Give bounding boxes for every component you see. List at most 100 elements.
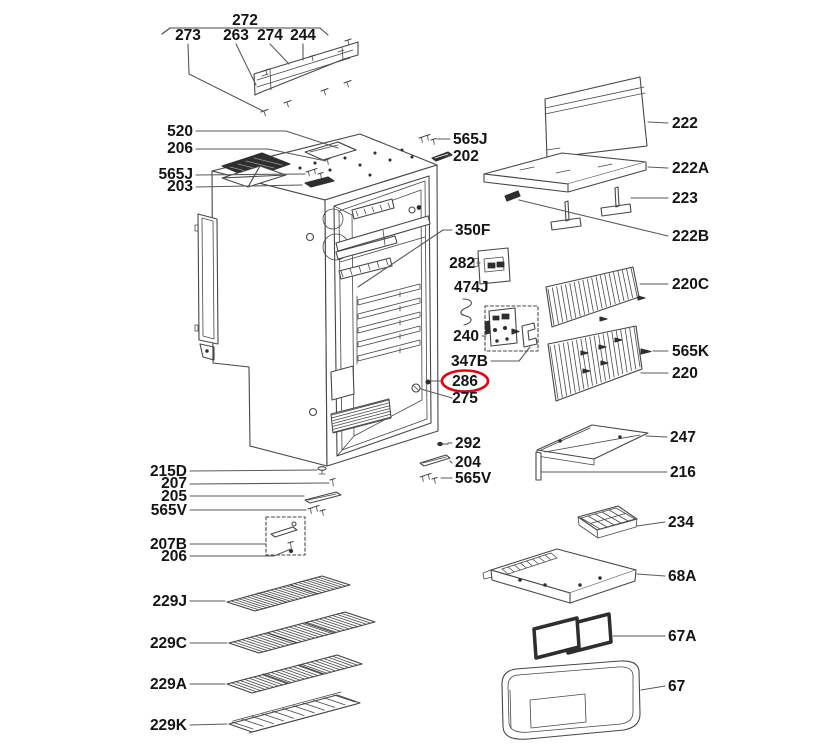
leader-215D xyxy=(189,469,318,472)
part-label-234: 234 xyxy=(668,514,694,531)
part-229C-shelf xyxy=(228,611,376,654)
leader-565J-left xyxy=(195,173,306,176)
part-label-282: 282 xyxy=(449,255,475,272)
part-label-67: 67 xyxy=(668,678,685,695)
part-220-vent xyxy=(547,325,643,402)
part-label-274: 274 xyxy=(257,27,283,44)
part-204-strip xyxy=(419,454,451,467)
part-label-272: 272 xyxy=(232,12,258,29)
part-label-474J: 474J xyxy=(454,279,488,296)
part-label-222: 222 xyxy=(672,115,698,132)
top-plate-x xyxy=(221,165,287,188)
lower-hardware xyxy=(265,441,451,556)
leader-204 xyxy=(449,460,453,464)
part-label-206-top: 206 xyxy=(167,140,193,157)
part-216-drain-tube xyxy=(535,451,542,481)
mid-parts xyxy=(460,247,539,352)
artwork xyxy=(194,38,652,740)
cabinet-left-face xyxy=(211,170,328,467)
part-222B-wedge xyxy=(504,190,521,202)
part-label-206-bottom: 206 xyxy=(161,548,187,565)
part-222-panel xyxy=(544,76,648,159)
part-label-350F: 350F xyxy=(455,222,490,239)
part-282-latch xyxy=(473,247,511,285)
leader-263 xyxy=(235,43,257,86)
shelf-rails xyxy=(356,283,421,365)
leader-274 xyxy=(269,43,290,65)
part-229A-shelf xyxy=(226,654,363,694)
leader-222A xyxy=(647,166,669,169)
part-label-565J-left: 565J xyxy=(159,166,193,183)
leader-229K xyxy=(189,723,228,726)
part-215D-foot xyxy=(317,466,327,475)
leader-347B xyxy=(490,346,531,362)
part-474J-capillary xyxy=(460,298,472,326)
leader-203 xyxy=(195,184,303,188)
part-label-205: 205 xyxy=(161,488,187,505)
part-label-220: 220 xyxy=(672,365,698,382)
part-247-drip-tray xyxy=(535,424,649,481)
part-label-215D: 215D xyxy=(150,463,187,480)
wire-shelves xyxy=(226,575,376,734)
part-label-565V-left: 565V xyxy=(151,502,188,519)
top-rail-assembly xyxy=(253,38,359,117)
part-label-229K: 229K xyxy=(150,717,188,734)
part-label-222B: 222B xyxy=(672,228,709,245)
part-label-222A: 222A xyxy=(672,160,709,177)
part-223-brackets xyxy=(550,186,632,231)
part-222A-tray xyxy=(483,152,647,202)
leader-247 xyxy=(645,435,668,438)
part-229K-shelf xyxy=(228,691,361,734)
leader-lines xyxy=(161,27,669,726)
part-229J-shelf xyxy=(226,575,351,612)
leader-207 xyxy=(189,482,330,485)
leader-222B xyxy=(518,199,669,237)
part-207B-hinge-kit xyxy=(265,516,306,556)
highlight-circle-286 xyxy=(440,369,490,393)
topright-hardware xyxy=(418,133,453,162)
leader-234 xyxy=(636,521,666,527)
part-label-565J-right: 565J xyxy=(453,131,487,148)
arrow-347B xyxy=(511,328,520,335)
part-67A-panels xyxy=(532,612,613,660)
part-label-229C: 229C xyxy=(150,635,187,652)
part-67-bin xyxy=(501,660,641,740)
part-68A-cover xyxy=(482,548,637,604)
part-label-229J: 229J xyxy=(153,593,187,610)
part-label-202: 202 xyxy=(453,148,479,165)
part-label-216: 216 xyxy=(670,464,696,481)
part-347B-clamp xyxy=(521,322,538,348)
part-label-207B: 207B xyxy=(150,536,187,553)
part-label-520: 520 xyxy=(167,123,193,140)
part-label-244: 244 xyxy=(290,27,316,44)
part-label-565V-right: 565V xyxy=(455,470,492,487)
part-label-229A: 229A xyxy=(150,676,187,693)
part-label-263: 263 xyxy=(223,27,249,44)
bracket-272 xyxy=(161,27,329,36)
part-label-565K: 565K xyxy=(672,343,710,360)
part-label-207: 207 xyxy=(161,475,187,492)
leader-67 xyxy=(640,685,666,691)
right-column-parts xyxy=(482,76,652,740)
part-label-203: 203 xyxy=(167,178,193,195)
bracket-203 xyxy=(304,176,335,188)
leader-68A xyxy=(636,573,666,577)
leader-520 xyxy=(195,130,339,149)
part-label-240: 240 xyxy=(453,328,479,345)
screw-286 xyxy=(425,379,431,385)
cooling-unit-panel xyxy=(194,213,219,361)
part-label-273: 273 xyxy=(175,27,201,44)
leader-350F xyxy=(357,229,453,288)
part-220C-vent xyxy=(545,266,646,328)
part-label-68A: 68A xyxy=(668,568,696,585)
part-205-strip xyxy=(304,491,342,504)
leader-222 xyxy=(647,121,669,124)
part-label-204: 204 xyxy=(455,454,481,471)
screw-565K xyxy=(640,348,652,355)
leader-273 xyxy=(187,43,264,112)
part-label-286-highlighted: 286 xyxy=(452,373,478,390)
cabinet-body xyxy=(194,133,439,467)
part-label-220C: 220C xyxy=(672,276,709,293)
part-label-292: 292 xyxy=(455,435,481,452)
